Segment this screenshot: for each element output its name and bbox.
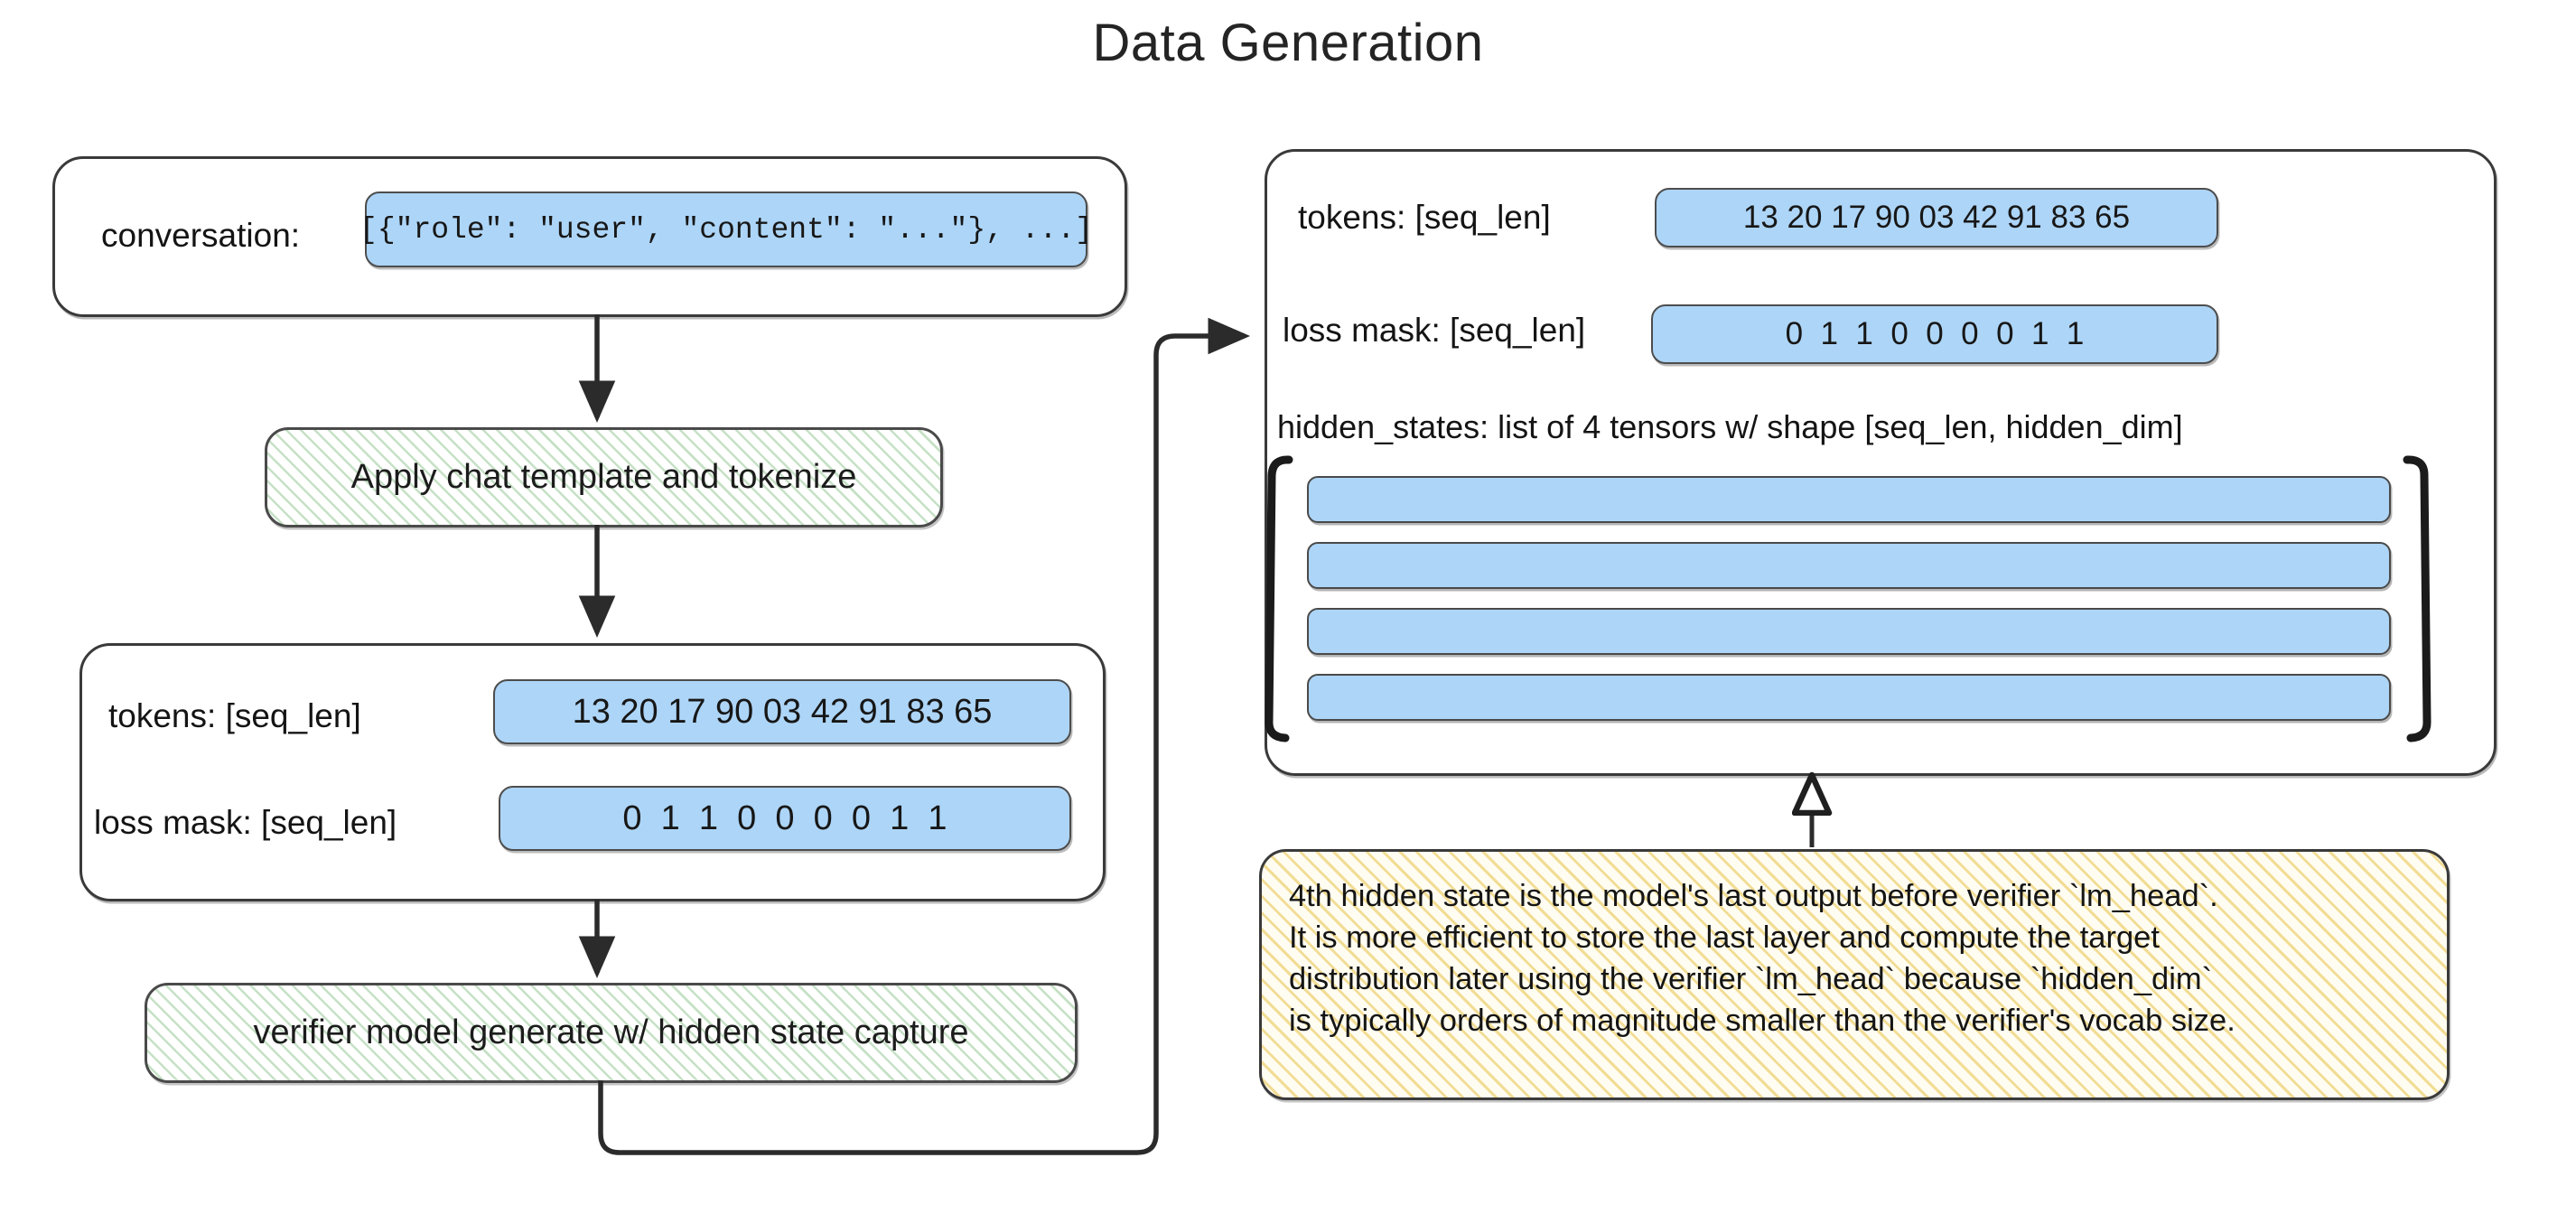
conversation-label: conversation: <box>101 217 301 254</box>
output-tokens-values-chip: 13 20 17 90 03 42 91 83 65 <box>1655 188 2218 247</box>
output-loss-mask-label: loss mask: [seq_len] <box>1283 312 1586 349</box>
tokens-values: 13 20 17 90 03 42 91 83 65 <box>572 692 993 731</box>
conversation-value: [{"role": "user", "content": "..."}, ...… <box>359 212 1093 247</box>
output-loss-mask-values-chip: 0 1 1 0 0 0 0 1 1 <box>1651 304 2218 364</box>
loss-mask-values: 0 1 1 0 0 0 0 1 1 <box>622 798 947 837</box>
step-apply-chat-template: Apply chat template and tokenize <box>265 427 943 528</box>
hidden-states-label: hidden_states: list of 4 tensors w/ shap… <box>1277 408 2183 445</box>
hidden-state-bar-1 <box>1307 476 2391 523</box>
explanation-note: 4th hidden state is the model's last out… <box>1259 849 2450 1100</box>
tokens-label: tokens: [seq_len] <box>108 697 361 734</box>
output-tokens-label: tokens: [seq_len] <box>1298 199 1551 236</box>
step-apply-chat-template-label: Apply chat template and tokenize <box>350 458 857 496</box>
note-line-1: 4th hidden state is the model's last out… <box>1289 879 2218 913</box>
step-verifier-generate: verifier model generate w/ hidden state … <box>145 983 1078 1083</box>
output-panel <box>1265 149 2497 776</box>
note-line-2: It is more efficient to store the last l… <box>1289 920 2160 955</box>
loss-mask-label: loss mask: [seq_len] <box>94 804 397 841</box>
step-verifier-generate-label: verifier model generate w/ hidden state … <box>253 1013 969 1051</box>
page-title: Data Generation <box>1092 14 1484 72</box>
loss-mask-values-chip: 0 1 1 0 0 0 0 1 1 <box>499 786 1071 851</box>
hidden-state-bar-4 <box>1307 674 2391 721</box>
conversation-value-chip: [{"role": "user", "content": "..."}, ...… <box>359 191 1093 267</box>
note-line-4: is typically orders of magnitude smaller… <box>1289 1004 2235 1038</box>
note-line-3: distribution later using the verifier `l… <box>1289 962 2213 996</box>
hidden-state-bar-3 <box>1307 608 2391 655</box>
tokens-values-chip: 13 20 17 90 03 42 91 83 65 <box>493 679 1071 744</box>
output-tokens-values: 13 20 17 90 03 42 91 83 65 <box>1742 200 2131 235</box>
output-loss-mask-values: 0 1 1 0 0 0 0 1 1 <box>1785 316 2085 351</box>
hidden-state-bar-2 <box>1307 542 2391 589</box>
